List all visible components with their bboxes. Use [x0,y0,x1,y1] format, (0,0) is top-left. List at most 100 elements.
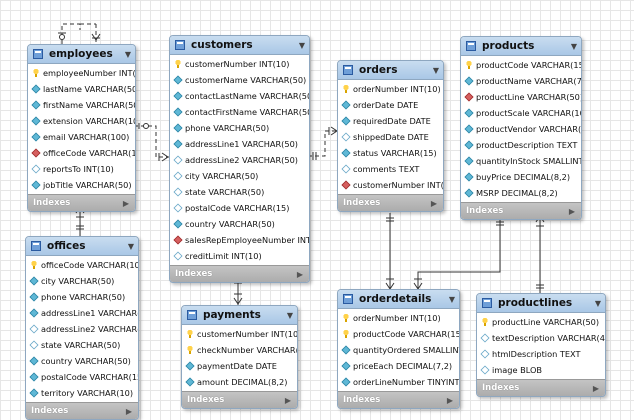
column-row[interactable]: country VARCHAR(50) [26,353,138,369]
table-header[interactable]: offices▼ [26,237,138,256]
collapse-chevron-icon[interactable]: ▼ [448,294,455,304]
column-row[interactable]: country VARCHAR(50) [170,216,309,232]
table-orders[interactable]: orders▼orderNumber INT(10)orderDate DATE… [337,60,444,212]
indexes-footer[interactable]: Indexes▶ [26,402,138,419]
column-row[interactable]: priceEach DECIMAL(7,2) [338,358,459,374]
column-row[interactable]: productCode VARCHAR(15) [338,326,459,342]
table-payments[interactable]: payments▼customerNumber INT(10)checkNumb… [181,305,298,409]
expand-arrow-icon[interactable]: ▶ [296,269,303,279]
column-row[interactable]: state VARCHAR(50) [170,184,309,200]
column-row[interactable]: city VARCHAR(50) [26,273,138,289]
column-row[interactable]: jobTitle VARCHAR(50) [28,177,135,193]
column-row[interactable]: addressLine1 VARCHAR(50) [170,136,309,152]
column-row[interactable]: salesRepEmployeeNumber INT(10) [170,232,309,248]
column-row[interactable]: orderLineNumber TINYINT(3) [338,374,459,390]
column-row[interactable]: addressLine2 VARCHAR(50) [170,152,309,168]
indexes-footer[interactable]: Indexes▶ [170,265,309,282]
column-row[interactable]: city VARCHAR(50) [170,168,309,184]
column-row[interactable]: MSRP DECIMAL(8,2) [461,185,581,201]
column-row[interactable]: shippedDate DATE [338,129,443,145]
table-header[interactable]: employees▼ [28,45,135,64]
table-header[interactable]: productlines▼ [477,294,605,313]
column-row[interactable]: productScale VARCHAR(10) [461,105,581,121]
expand-arrow-icon[interactable]: ▶ [568,206,575,216]
column-row[interactable]: checkNumber VARCHAR(50) [182,342,297,358]
column-row[interactable]: phone VARCHAR(50) [26,289,138,305]
column-row[interactable]: territory VARCHAR(10) [26,385,138,401]
indexes-footer[interactable]: Indexes▶ [182,391,297,408]
table-productlines[interactable]: productlines▼productLine VARCHAR(50)text… [476,293,606,397]
collapse-chevron-icon[interactable]: ▼ [570,41,577,51]
collapse-chevron-icon[interactable]: ▼ [298,40,305,50]
column-row[interactable]: email VARCHAR(100) [28,129,135,145]
column-row[interactable]: requiredDate DATE [338,113,443,129]
indexes-footer[interactable]: Indexes▶ [28,194,135,211]
column-row[interactable]: firstName VARCHAR(50) [28,97,135,113]
indexes-footer[interactable]: Indexes▶ [461,202,581,219]
table-customers[interactable]: customers▼customerNumber INT(10)customer… [169,35,310,283]
column-row[interactable]: comments TEXT [338,161,443,177]
column-row[interactable]: addressLine1 VARCHAR(50) [26,305,138,321]
column-row[interactable]: amount DECIMAL(8,2) [182,374,297,390]
column-row[interactable]: lastName VARCHAR(50) [28,81,135,97]
expand-arrow-icon[interactable]: ▶ [122,198,129,208]
expand-arrow-icon[interactable]: ▶ [430,198,437,208]
column-row[interactable]: customerNumber INT(10) [182,326,297,342]
column-row[interactable]: quantityInStock SMALLINT(6) [461,153,581,169]
column-row[interactable]: productCode VARCHAR(15) [461,57,581,73]
indexes-footer[interactable]: Indexes▶ [477,379,605,396]
table-products[interactable]: products▼productCode VARCHAR(15)productN… [460,36,582,220]
table-header[interactable]: customers▼ [170,36,309,55]
column-row[interactable]: customerNumber INT(10) [338,177,443,193]
collapse-chevron-icon[interactable]: ▼ [127,241,134,251]
column-row[interactable]: addressLine2 VARCHAR(50) [26,321,138,337]
expand-arrow-icon[interactable]: ▶ [284,395,291,405]
expand-arrow-icon[interactable]: ▶ [592,383,599,393]
column-row[interactable]: contactFirstName VARCHAR(50) [170,104,309,120]
column-row[interactable]: image BLOB [477,362,605,378]
column-row[interactable]: buyPrice DECIMAL(8,2) [461,169,581,185]
column-row[interactable]: contactLastName VARCHAR(50) [170,88,309,104]
expand-arrow-icon[interactable]: ▶ [446,395,453,405]
column-row[interactable]: orderDate DATE [338,97,443,113]
column-row[interactable]: postalCode VARCHAR(15) [26,369,138,385]
column-row[interactable]: extension VARCHAR(10) [28,113,135,129]
column-row[interactable]: orderNumber INT(10) [338,81,443,97]
collapse-chevron-icon[interactable]: ▼ [594,298,601,308]
indexes-footer[interactable]: Indexes▶ [338,391,459,408]
indexes-footer[interactable]: Indexes▶ [338,194,443,211]
collapse-chevron-icon[interactable]: ▼ [124,49,131,59]
column-row[interactable]: officeCode VARCHAR(10) [26,257,138,273]
column-row[interactable]: quantityOrdered SMALLINT(5) [338,342,459,358]
column-row[interactable]: customerNumber INT(10) [170,56,309,72]
collapse-chevron-icon[interactable]: ▼ [432,65,439,75]
table-header[interactable]: payments▼ [182,306,297,325]
table-orderdetails[interactable]: orderdetails▼orderNumber INT(10)productC… [337,289,460,409]
column-row[interactable]: officeCode VARCHAR(10) [28,145,135,161]
column-row[interactable]: paymentDate DATE [182,358,297,374]
table-employees[interactable]: employees▼employeeNumber INT(10)lastName… [27,44,136,212]
table-header[interactable]: orders▼ [338,61,443,80]
column-row[interactable]: textDescription VARCHAR(4000) [477,330,605,346]
collapse-chevron-icon[interactable]: ▼ [286,310,293,320]
column-row[interactable]: status VARCHAR(15) [338,145,443,161]
column-row[interactable]: productVendor VARCHAR(50) [461,121,581,137]
table-header[interactable]: orderdetails▼ [338,290,459,309]
column-row[interactable]: productLine VARCHAR(50) [477,314,605,330]
column-row[interactable]: productDescription TEXT [461,137,581,153]
column-row[interactable]: productName VARCHAR(70) [461,73,581,89]
column-row[interactable]: creditLimit INT(10) [170,248,309,264]
table-header[interactable]: products▼ [461,37,581,56]
column-row[interactable]: reportsTo INT(10) [28,161,135,177]
column-row[interactable]: postalCode VARCHAR(15) [170,200,309,216]
column-row[interactable]: phone VARCHAR(50) [170,120,309,136]
column-row[interactable]: customerName VARCHAR(50) [170,72,309,88]
column-row[interactable]: htmlDescription TEXT [477,346,605,362]
column-row[interactable]: employeeNumber INT(10) [28,65,135,81]
table-offices[interactable]: offices▼officeCode VARCHAR(10)city VARCH… [25,236,139,420]
column-row[interactable]: productLine VARCHAR(50) [461,89,581,105]
column-row[interactable]: state VARCHAR(50) [26,337,138,353]
expand-arrow-icon[interactable]: ▶ [125,406,132,416]
column-row[interactable]: orderNumber INT(10) [338,310,459,326]
